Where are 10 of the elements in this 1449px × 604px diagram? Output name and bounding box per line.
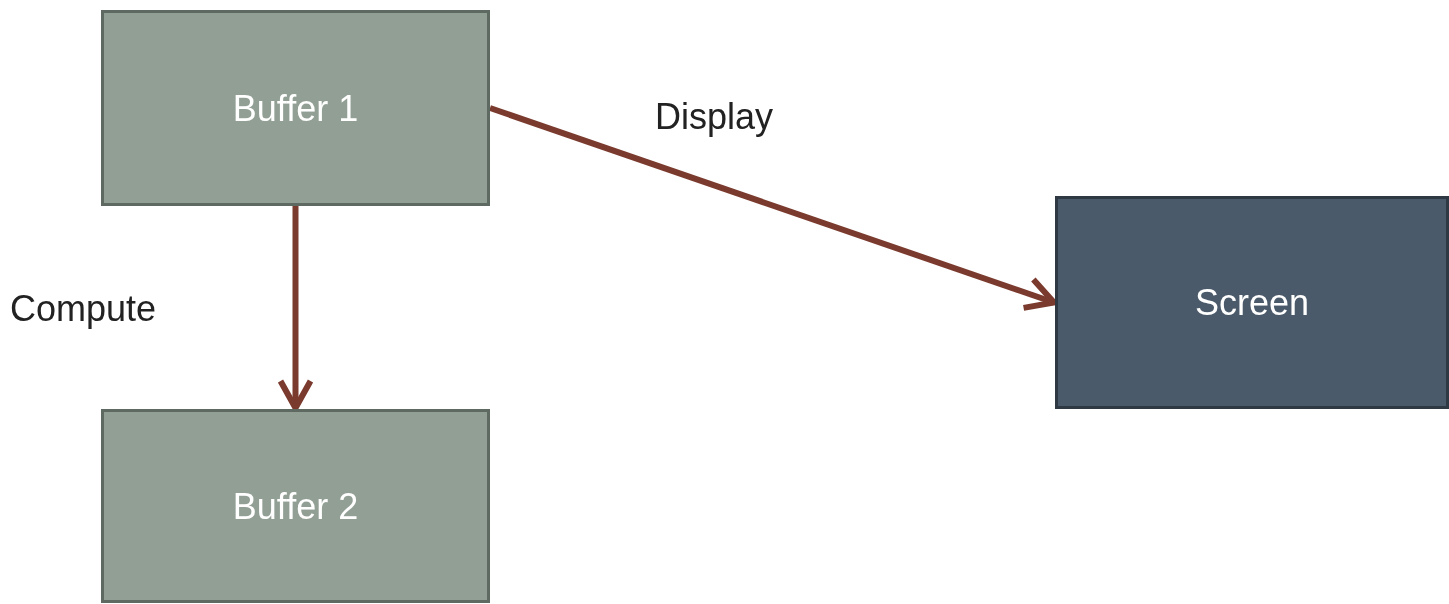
edge-label: Compute: [10, 287, 157, 331]
process-box: [101, 409, 490, 603]
arrow: [489, 105, 1057, 311]
box-label: Buffer 2: [232, 484, 359, 529]
box-label: Buffer 1: [232, 86, 359, 131]
process-box: [1055, 196, 1449, 409]
arrow: [277, 206, 314, 411]
process-box: [101, 10, 490, 206]
box-label: Screen: [1194, 281, 1310, 325]
edge-label: Display: [655, 95, 774, 139]
